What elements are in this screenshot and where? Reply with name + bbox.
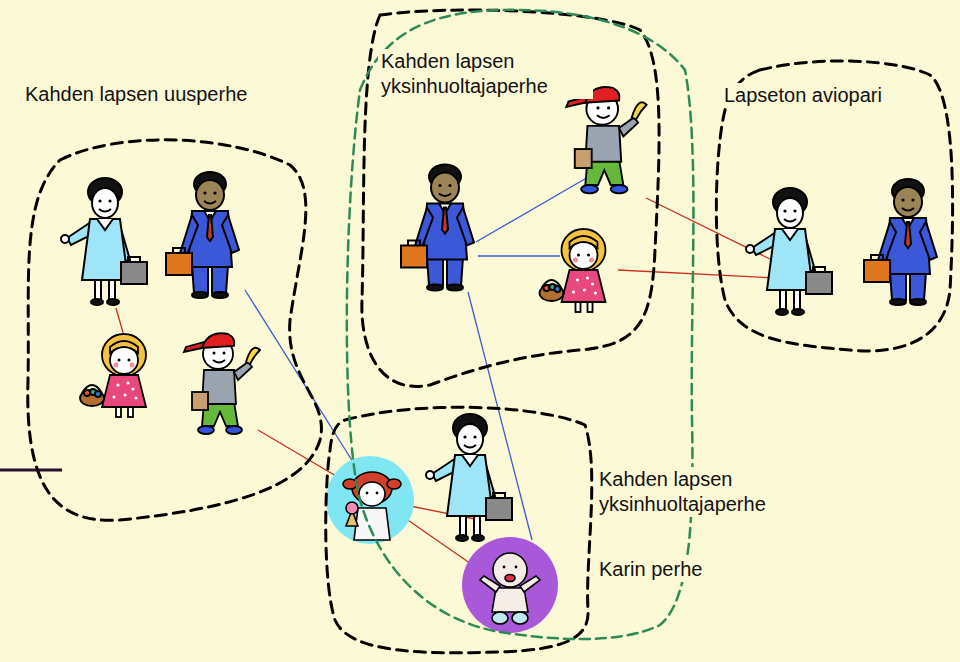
dashed-outline [10, 80, 350, 540]
woman-figure [746, 188, 832, 315]
dashed-outline-path [716, 61, 952, 351]
dashed-outline-path [362, 10, 659, 386]
woman-figure [61, 178, 147, 305]
region-label: Kahden lapsen yksinhuoltajaperhe [596, 467, 788, 517]
region-label: Kahden lapsen yksinhuoltajaperhe [378, 49, 593, 99]
boy-figure [184, 333, 260, 434]
man-figure [166, 172, 239, 298]
dashed-outline-path [28, 140, 322, 521]
man-figure [401, 165, 474, 291]
dashed-outline-path [347, 10, 694, 639]
region-label-box: Kahden lapsen yksinhuoltajaperhe [378, 49, 593, 99]
woman-figure [426, 414, 512, 541]
region-label: Lapseton aviopari [721, 83, 885, 108]
region-label-box: Kahden lapsen yksinhuoltajaperhe [596, 467, 788, 517]
dashed-outline-path [326, 407, 592, 653]
family-region: Kahden lapsen yksinhuoltajaperhe [350, 5, 670, 400]
boy-figure [566, 87, 646, 193]
region-label-box: Lapseton aviopari [721, 83, 941, 108]
family-region: Lapseton aviopari [705, 55, 957, 375]
baby-circle [462, 537, 558, 633]
girl-figure [80, 334, 146, 417]
region-label: Karin perhe [596, 557, 705, 582]
family-region: Kahden lapsen yksinhuoltajaperhe [315, 395, 790, 660]
region-label-box: Kahden lapsen uusperhe [22, 82, 322, 107]
dashed-outline [315, 395, 790, 660]
edge-stub [0, 469, 62, 472]
family-region: Kahden lapsen uusperhe [10, 80, 350, 540]
region-label: Kahden lapsen uusperhe [22, 82, 250, 107]
man-figure [864, 179, 937, 305]
region-label-box: Karin perhe [596, 557, 726, 582]
family-region: Karin perhe [330, 5, 730, 660]
baby-figure [480, 553, 540, 624]
girl-figure [540, 229, 606, 312]
